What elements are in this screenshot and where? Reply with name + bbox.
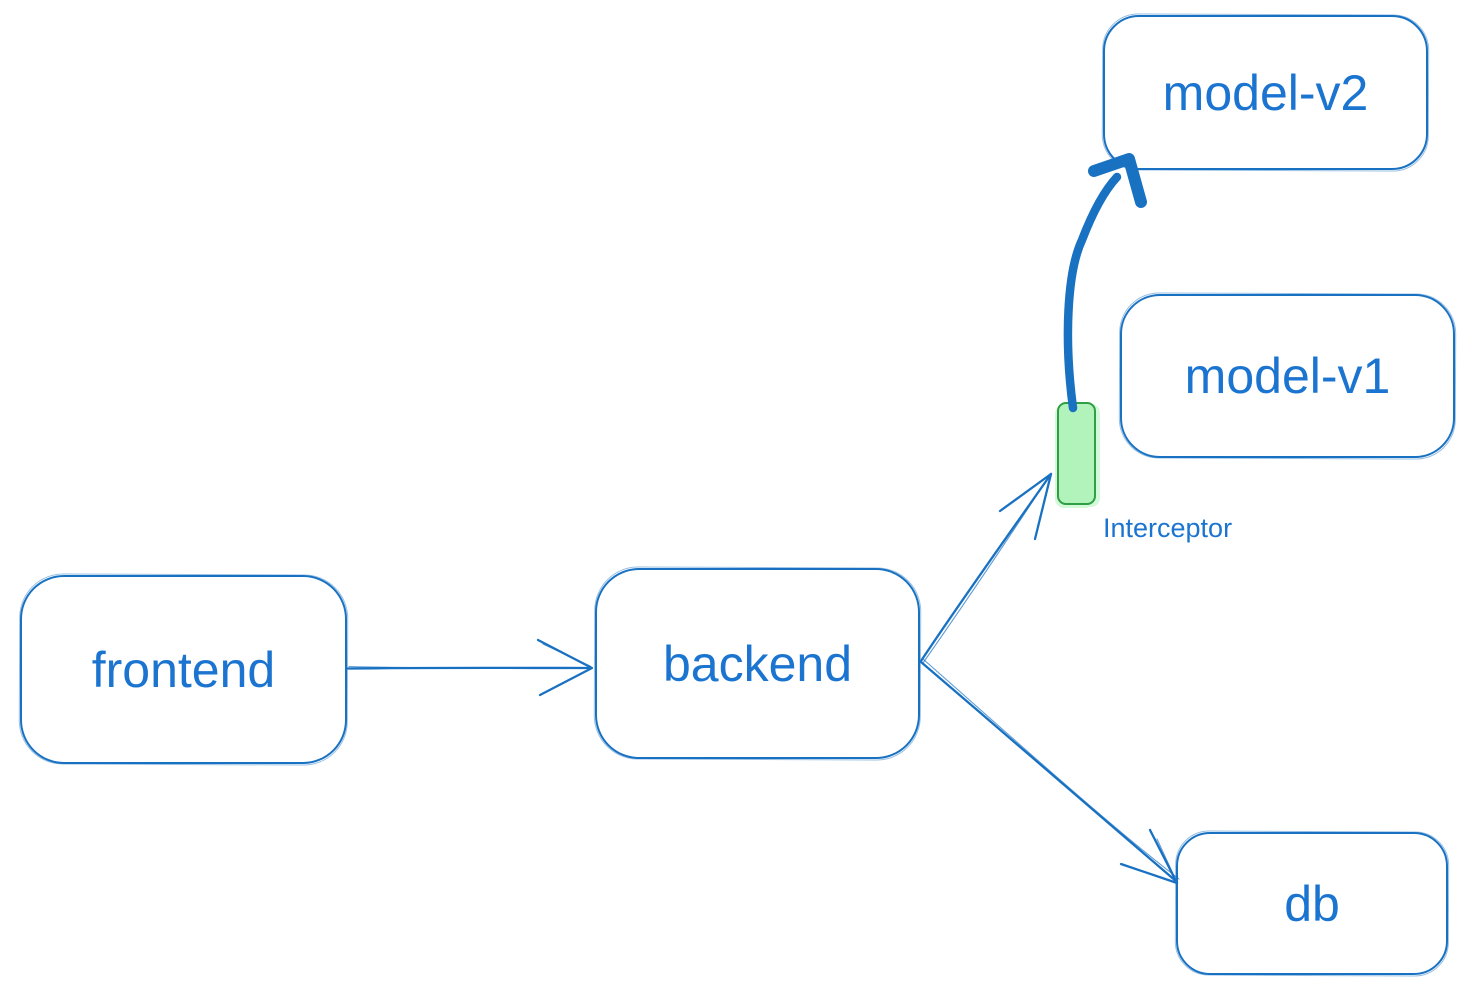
edge-backend-interceptor[interactable] — [919, 472, 1053, 664]
node-model-v2-label: model-v2 — [1162, 64, 1369, 121]
node-backend-label: backend — [662, 635, 853, 692]
interceptor-label[interactable]: Interceptor — [1103, 513, 1233, 543]
edge-frontend-backend[interactable] — [346, 638, 594, 697]
node-model-v1-label: model-v1 — [1184, 348, 1391, 404]
node-frontend-label: frontend — [91, 641, 276, 698]
node-db[interactable]: db — [1176, 832, 1448, 975]
node-model-v2[interactable]: model-v2 — [1103, 15, 1428, 170]
node-backend[interactable]: backend — [595, 568, 920, 759]
edge-interceptor-model-v2[interactable] — [1063, 153, 1147, 413]
node-frontend[interactable]: frontend — [20, 575, 347, 764]
edge-backend-db[interactable] — [919, 658, 1180, 885]
node-db-label: db — [1284, 875, 1340, 932]
node-model-v1[interactable]: model-v1 — [1120, 294, 1455, 458]
